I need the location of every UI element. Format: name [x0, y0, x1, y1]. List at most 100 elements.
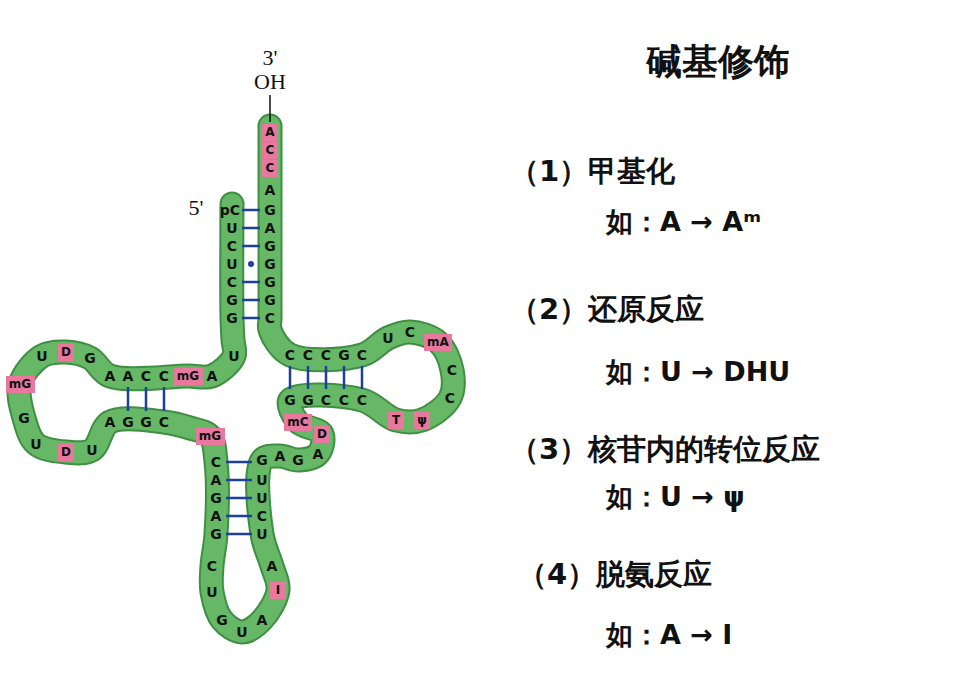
modification-type: （4）脱氨反应: [518, 555, 712, 595]
base-letter: A: [265, 182, 276, 198]
base-letter: G: [122, 414, 134, 430]
base-letter: A: [105, 368, 116, 384]
modified-base-text: D: [61, 446, 71, 458]
modified-base-text: T: [392, 414, 400, 426]
base-letter: C: [257, 508, 267, 524]
base-letter: C: [339, 392, 349, 408]
base-pair-line: [242, 299, 260, 302]
base-letter: C: [207, 558, 217, 574]
modified-base: T: [388, 412, 404, 429]
base-letter: U: [256, 472, 267, 488]
base-pair-line: [226, 497, 252, 500]
modification-type: （3）核苷内的转位反应: [510, 430, 820, 470]
base-pair-line: [226, 479, 252, 482]
base-pair-line: [163, 387, 166, 411]
base-letter: A: [211, 508, 222, 524]
base-letter: C: [321, 347, 331, 363]
modification-example: 如：A → Aᵐ: [606, 204, 761, 240]
base-letter: G: [18, 410, 30, 426]
base-letter: G: [302, 392, 314, 408]
base-letter: C: [227, 238, 237, 254]
base-letter: U: [382, 330, 393, 346]
base-letter: G: [264, 238, 276, 254]
modified-base: I: [270, 582, 286, 599]
base-pair-line: [226, 515, 252, 518]
modification-type: （2）还原反应: [510, 290, 704, 330]
base-letter: C: [265, 310, 275, 326]
modified-base-text: mC: [287, 416, 308, 428]
base-letter: A: [313, 446, 324, 462]
gu-pair-dot: [248, 261, 254, 267]
base-letter: A: [123, 368, 134, 384]
modified-base-text: C: [266, 162, 275, 174]
base-pair-line: [226, 533, 252, 536]
base-letter: C: [227, 274, 237, 290]
base-letter: C: [405, 324, 415, 340]
modified-base-text: mG: [199, 430, 221, 442]
base-letter: G: [264, 274, 276, 290]
base-letter: C: [159, 368, 169, 384]
base-pair-line: [145, 387, 148, 411]
base-letter: U: [256, 490, 267, 506]
base-pair-line: [242, 281, 260, 284]
base-letter: U: [226, 256, 237, 272]
base-letter: U: [30, 436, 41, 452]
modified-base: C: [262, 142, 278, 159]
modified-base-text: mA: [427, 336, 449, 348]
end-line: [269, 95, 271, 122]
base-pair-line: [242, 227, 260, 230]
base-letter: A: [207, 368, 218, 384]
modified-base-text: A: [265, 126, 274, 138]
base-letter: G: [338, 347, 350, 363]
base-pair-line: [127, 387, 130, 411]
modified-base-text: mG: [177, 370, 199, 382]
base-letter: G: [256, 452, 268, 468]
base-letter: G: [226, 310, 238, 326]
base-letter: A: [265, 220, 276, 236]
base-letter: U: [206, 584, 217, 600]
base-letter: U: [36, 348, 47, 364]
title: 碱基修饰: [646, 38, 790, 87]
end-label: 5': [189, 195, 204, 221]
base-pair-line: [361, 366, 364, 389]
base-letter: A: [211, 472, 222, 488]
modified-base: ψ: [414, 412, 430, 429]
base-pair-line: [242, 209, 260, 212]
modified-base: mG: [174, 368, 203, 385]
end-label: 3': [263, 45, 278, 71]
base-letter: U: [236, 624, 247, 640]
modified-base-text: ψ: [417, 414, 427, 426]
base-letter: G: [226, 292, 238, 308]
base-letter: U: [228, 348, 239, 364]
base-pair-line: [325, 366, 328, 389]
base-letter: G: [292, 452, 304, 468]
modified-base-text: D: [61, 346, 71, 358]
modification-example: 如：A → I: [606, 617, 732, 653]
base-letter: G: [210, 526, 222, 542]
base-letter: A: [267, 558, 278, 574]
modified-base-text: I: [276, 584, 280, 596]
base-letter: C: [357, 392, 367, 408]
base-letter: A: [257, 612, 268, 628]
modified-base: D: [58, 344, 74, 361]
base-letter: U: [226, 220, 237, 236]
end-label: OH: [254, 69, 286, 95]
ribbon-edge: [19, 126, 453, 632]
modified-base: A: [262, 124, 278, 141]
modified-base: mA: [424, 334, 452, 351]
base-pair-line: [242, 317, 260, 320]
base-letter: G: [216, 612, 228, 628]
base-letter: C: [321, 392, 331, 408]
ribbon: [19, 126, 453, 632]
base-letter: C: [447, 362, 457, 378]
base-pair-line: [307, 366, 310, 389]
modified-base: mG: [6, 376, 35, 393]
base-letter: C: [285, 347, 295, 363]
modification-example: 如：U → ψ: [606, 479, 745, 515]
base-letter: G: [284, 392, 296, 408]
modified-base: C: [262, 160, 278, 177]
modified-base-text: mG: [9, 378, 31, 390]
modified-base: D: [314, 426, 330, 443]
base-letter: G: [84, 350, 96, 366]
